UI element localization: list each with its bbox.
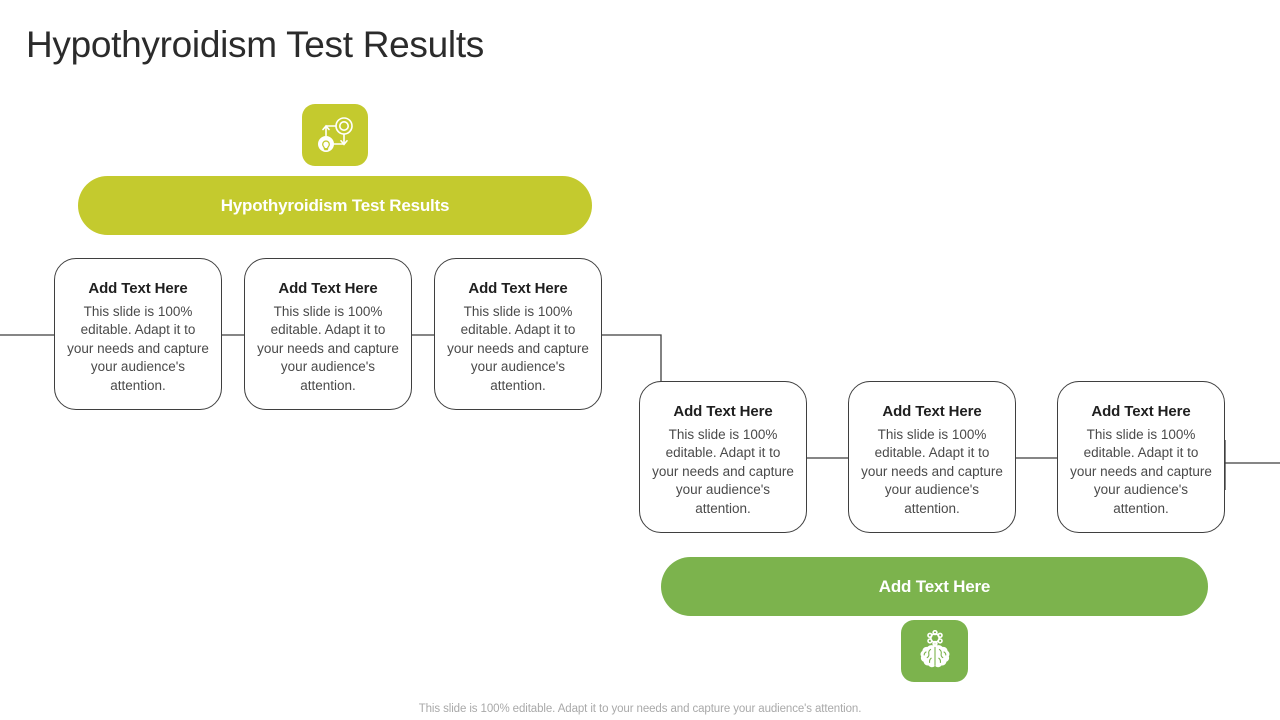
card-body: This slide is 100% editable. Adapt it to… bbox=[257, 304, 399, 393]
card-row2-1[interactable]: Add Text Here This slide is 100% editabl… bbox=[639, 381, 807, 533]
page-title: Hypothyroidism Test Results bbox=[26, 24, 484, 65]
card-body: This slide is 100% editable. Adapt it to… bbox=[1070, 427, 1212, 516]
brain-gear-icon bbox=[901, 620, 968, 682]
card-body: This slide is 100% editable. Adapt it to… bbox=[652, 427, 794, 516]
card-title: Add Text Here bbox=[882, 403, 982, 420]
card-title: Add Text Here bbox=[673, 403, 773, 420]
process-cycle-icon bbox=[302, 104, 368, 166]
card-body: This slide is 100% editable. Adapt it to… bbox=[67, 304, 209, 393]
card-title: Add Text Here bbox=[278, 280, 378, 297]
banner-top[interactable]: Hypothyroidism Test Results bbox=[78, 176, 592, 235]
banner-bottom-label: Add Text Here bbox=[878, 576, 991, 596]
card-row1-2[interactable]: Add Text Here This slide is 100% editabl… bbox=[244, 258, 412, 410]
card-body: This slide is 100% editable. Adapt it to… bbox=[861, 427, 1003, 516]
card-row1-3[interactable]: Add Text Here This slide is 100% editabl… bbox=[434, 258, 602, 410]
card-body: This slide is 100% editable. Adapt it to… bbox=[447, 304, 589, 393]
footer-note: This slide is 100% editable. Adapt it to… bbox=[418, 703, 862, 715]
banner-top-label: Hypothyroidism Test Results bbox=[220, 195, 450, 215]
card-row2-2[interactable]: Add Text Here This slide is 100% editabl… bbox=[848, 381, 1016, 533]
card-title: Add Text Here bbox=[88, 280, 188, 297]
process-cycle-icon-glyph bbox=[318, 117, 353, 152]
card-title: Add Text Here bbox=[1091, 403, 1191, 420]
brain-gear-icon-glyph bbox=[920, 630, 949, 668]
banner-bottom[interactable]: Add Text Here bbox=[661, 557, 1208, 616]
card-row2-3[interactable]: Add Text Here This slide is 100% editabl… bbox=[1057, 381, 1225, 533]
card-row1-1[interactable]: Add Text Here This slide is 100% editabl… bbox=[54, 258, 222, 410]
card-title: Add Text Here bbox=[468, 280, 568, 297]
